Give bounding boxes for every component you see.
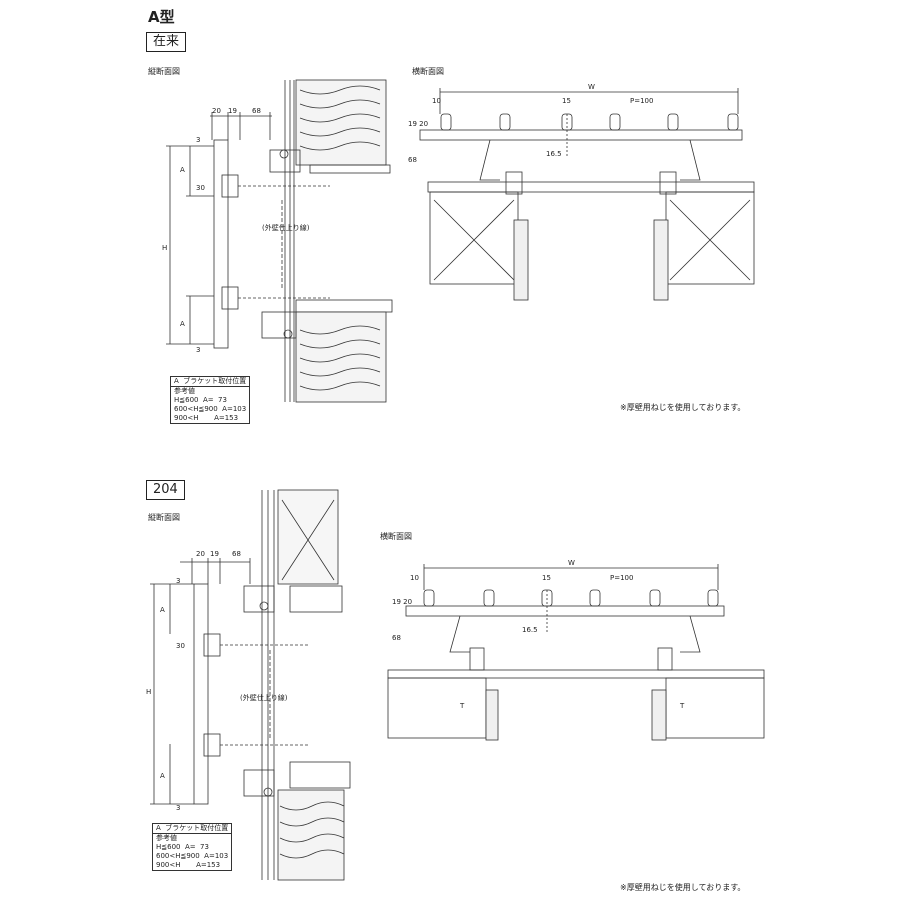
dim-T2: T <box>679 702 685 710</box>
dim-3b: 3 <box>176 804 180 812</box>
dim-W: W <box>588 83 595 91</box>
dim-A: A <box>180 166 185 174</box>
dim-3b: 3 <box>196 346 200 354</box>
horizontal-title-204: 横断面図 <box>380 532 412 541</box>
dim-A2: A <box>180 320 185 328</box>
dim-3: 3 <box>176 577 180 585</box>
dim-1920: 19 20 <box>392 598 412 606</box>
dim-pitch: P=100 <box>630 97 653 105</box>
dim-A: A <box>160 606 165 614</box>
dim-68v: 68 <box>408 156 417 164</box>
vertical-title-zairai: 縦断面図 <box>148 67 180 76</box>
dim-30: 30 <box>176 642 185 650</box>
table-row: 900<H A=153 <box>174 414 239 422</box>
section-label-zairai: 在来 <box>146 32 187 52</box>
vertical-section-zairai <box>166 79 393 403</box>
dim-pitch: P=100 <box>610 574 633 582</box>
dim-30: 30 <box>196 184 205 192</box>
section-label-204: 204 <box>146 480 185 500</box>
dim-10: 10 <box>432 97 441 105</box>
horizontal-section-204 <box>387 564 765 741</box>
dim-165: 16.5 <box>546 150 562 158</box>
dim-labels-204: 20 19 68 3 A 30 H A 3 (外壁仕上り線) W 10 15 P… <box>146 550 685 812</box>
table-sub: 参考値 <box>174 387 195 395</box>
vertical-title-204: 縦断面図 <box>148 513 180 522</box>
horizontal-section-zairai <box>419 88 755 301</box>
table-row: 900<H A=153 <box>156 861 221 869</box>
bracket-table-zairai: A ブラケット取付位置 参考値 H≦600 A= 73 600<H≦900 A=… <box>170 376 251 424</box>
dim-20: 20 <box>212 107 221 115</box>
dim-165: 16.5 <box>522 626 538 634</box>
wall-line-label: (外壁仕上り線) <box>240 693 288 702</box>
dim-19: 19 <box>210 550 219 558</box>
dim-20: 20 <box>196 550 205 558</box>
dim-labels-zairai: 20 19 68 3 A 30 H A 3 (外壁仕上り線) W 10 15 P… <box>162 83 653 354</box>
bracket-table-204: A ブラケット取付位置 参考値 H≦600 A= 73 600<H≦900 A=… <box>152 823 233 871</box>
dim-15: 15 <box>562 97 571 105</box>
table-row: 600<H≦900 A=103 <box>174 405 247 413</box>
dim-68: 68 <box>252 107 261 115</box>
table-row: H≦600 A= 73 <box>156 843 209 851</box>
dim-15: 15 <box>542 574 551 582</box>
dim-3: 3 <box>196 136 200 144</box>
note-204: ※厚壁用ねじを使用しております。 <box>620 883 746 892</box>
table-sub: 参考値 <box>156 834 177 842</box>
table-row: 600<H≦900 A=103 <box>156 852 229 860</box>
dim-10: 10 <box>410 574 419 582</box>
dim-T: T <box>459 702 465 710</box>
dim-1920: 19 20 <box>408 120 428 128</box>
table-header: A ブラケット取付位置 <box>170 376 250 387</box>
vertical-section-204 <box>150 489 351 881</box>
dim-68v: 68 <box>392 634 401 642</box>
dim-H: H <box>146 688 151 696</box>
note-zairai: ※厚壁用ねじを使用しております。 <box>620 403 746 412</box>
dim-W: W <box>568 559 575 567</box>
wall-line-label: (外壁仕上り線) <box>262 223 310 232</box>
table-header: A ブラケット取付位置 <box>152 823 232 834</box>
dim-19: 19 <box>228 107 237 115</box>
table-row: H≦600 A= 73 <box>174 396 227 404</box>
type-title: A型 <box>148 8 175 26</box>
horizontal-title-zairai: 横断面図 <box>412 67 444 76</box>
dim-68: 68 <box>232 550 241 558</box>
dim-A2: A <box>160 772 165 780</box>
dim-H: H <box>162 244 167 252</box>
